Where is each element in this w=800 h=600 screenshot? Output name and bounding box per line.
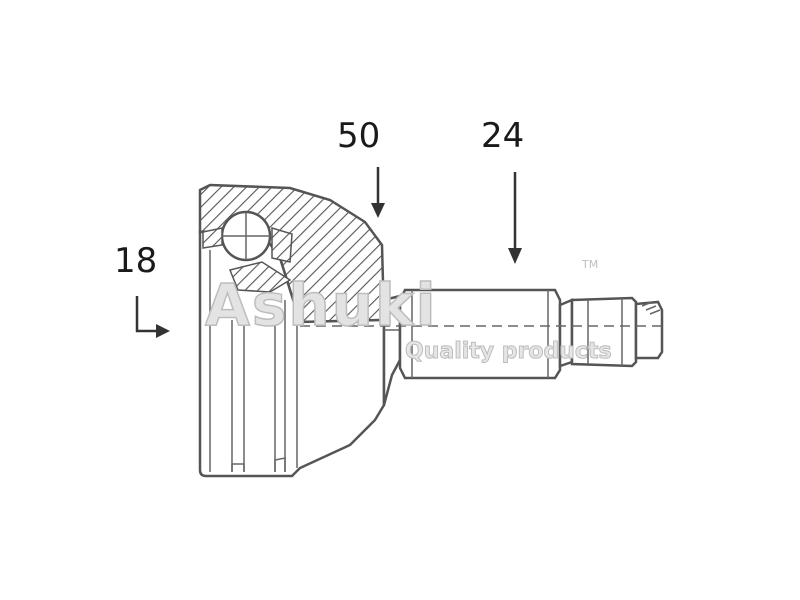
watermark-brand: Ashuki — [205, 271, 437, 339]
cv-joint-housing — [198, 183, 386, 478]
splined-shaft — [398, 288, 664, 380]
watermark-tagline: Quality products — [405, 339, 612, 364]
joint-neck — [382, 294, 402, 406]
callout-label-18: 18 — [114, 241, 157, 281]
watermark-trademark: TM — [581, 258, 598, 271]
brand-watermark: Ashuki Quality products TM — [204, 258, 612, 365]
callout-label-24: 24 — [481, 116, 524, 156]
callout-50: 50 — [337, 116, 385, 218]
callout-18: 18 — [114, 241, 170, 338]
callout-label-50: 50 — [337, 116, 380, 156]
housing-body — [198, 228, 386, 478]
callout-24: 24 — [481, 116, 524, 264]
arrow-18-icon — [135, 296, 158, 333]
